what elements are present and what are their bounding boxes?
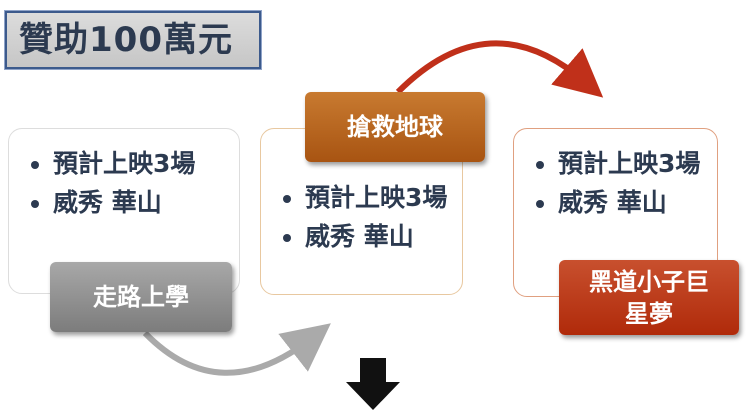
- bullet: 預計上映3場: [558, 147, 717, 180]
- bullet: 威秀 華山: [558, 186, 717, 219]
- arc-arrow-bottom: [142, 323, 331, 376]
- down-arrow-icon: [346, 358, 400, 410]
- bullet: 威秀 華山: [53, 186, 239, 219]
- bullet: 威秀 華山: [305, 220, 462, 253]
- title-banner: 贊助100萬元: [4, 10, 262, 70]
- bullet: 預計上映3場: [53, 147, 239, 180]
- step-label-3: 黑道小子巨星夢: [559, 260, 739, 335]
- arc-arrow-top: [395, 40, 604, 98]
- step-label-2: 搶救地球: [305, 92, 485, 162]
- bullet: 預計上映3場: [305, 181, 462, 214]
- step-label-1: 走路上學: [50, 262, 232, 332]
